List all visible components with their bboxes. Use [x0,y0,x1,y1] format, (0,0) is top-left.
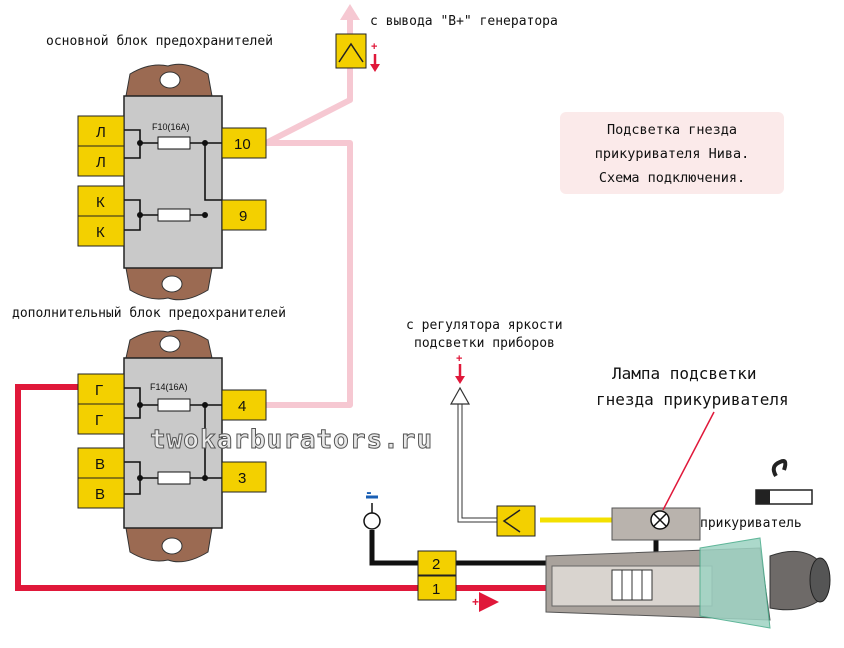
main-block-title: основной блок предохранителей [46,34,273,49]
generator-plus: + [371,41,377,53]
lamp-label-2: гнезда прикуривателя [596,390,789,409]
terminal-main-k2: К [96,224,105,241]
dimmer-plus: + [456,353,462,365]
main-fuse-block: F10(16A) [123,63,223,301]
caption-line-3: Схема подключения. [598,170,746,186]
wire-pink [264,20,353,408]
terminal-aux-v1: В [95,456,105,473]
ground-minus: - [365,486,373,501]
aux-block-title: дополнительный блок предохранителей [12,306,286,321]
connector-pin-1: 1 [432,581,440,598]
lamp-label-1: Лампа подсветки [612,364,757,383]
caption-line-1: Подсветка гнезда [606,122,738,138]
fuse-f10 [157,136,191,150]
red-wire-plus: + [472,595,479,609]
fuse-aux-v [157,471,191,485]
fuse-main-k [157,208,191,222]
fuse-f14 [157,398,191,412]
dimmer-arrow [449,386,471,405]
wire-pink-arrow [340,4,360,20]
terminal-main-l2: Л [96,154,106,171]
terminal-aux-g2: Г [95,412,103,429]
cigarette-icon [755,459,813,505]
lamp-pointer [662,411,715,511]
fuse-f14-label: F14(16A) [150,382,188,392]
cigarette-lighter [545,507,831,629]
terminal-aux-v2: В [95,486,105,503]
terminal-main-l1: Л [96,124,106,141]
generator-label: с вывода "В+" генератора [370,14,558,29]
dimmer-terminal: + [455,353,536,537]
generator-terminal: + [335,33,380,72]
ground-symbol [363,495,381,530]
terminal-main-9: 9 [239,208,247,225]
terminal-main-10: 10 [234,136,251,153]
connector-pin-2: 2 [432,556,440,573]
wire-white [457,402,497,523]
caption-box: Подсветка гнезда прикуривателя Нива. Схе… [560,112,784,194]
fuse-f10-label: F10(16A) [152,122,190,132]
aux-fuse-block: F14(16A) [123,329,223,563]
terminal-aux-g1: Г [95,382,103,399]
wire-red [15,384,560,591]
lighter-connector: 2 1 + [417,550,499,612]
terminal-main-k1: К [96,194,105,211]
watermark: twokarburators.ru [149,425,434,456]
dimmer-label-1: с регулятора яркости [406,318,563,333]
lighter-label: прикуриватель [700,516,802,531]
dimmer-label-2: подсветки приборов [414,336,555,351]
terminal-aux-3: 3 [238,470,246,487]
caption-line-2: прикуривателя Нива. [594,146,750,162]
terminal-aux-4: 4 [238,398,246,415]
